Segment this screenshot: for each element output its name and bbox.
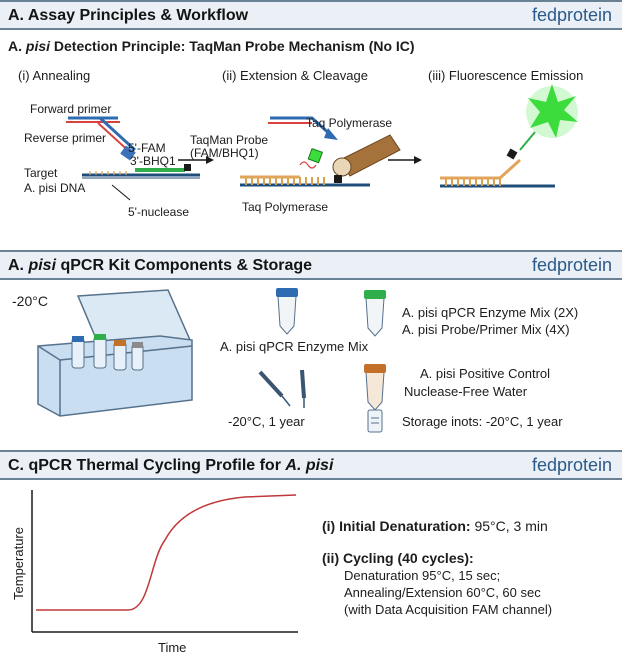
section-b-header: A. pisi qPCR Kit Components & Storage fe… (0, 250, 622, 280)
tube-enzyme-mix (276, 288, 298, 335)
taqman-probe-label: TaqMan Probe (190, 133, 269, 147)
step-fluorescence-label: (iii) Fluorescence Emission (428, 68, 584, 83)
step-extension-label: (ii) Extension & Cleavage (222, 68, 368, 83)
tube-probe-primer-mix (364, 290, 386, 337)
component-enzyme-mix-2x: A. pisi qPCR Enzyme Mix (2X) (402, 305, 579, 320)
step-cycling-line-1: Denaturation 95°C, 15 sec; (344, 568, 501, 583)
temperature-curve (36, 494, 297, 611)
storage-icon (367, 409, 383, 433)
brand-logo-c: fedprotein (531, 455, 612, 475)
component-probe-primer-mix: A. pisi Probe/Primer Mix (4X) (402, 322, 570, 337)
nuclease-label: 5'-nuclease (128, 205, 189, 219)
target-label: Target (24, 166, 58, 180)
taqman-probe-sub-label: (FAM/BHQ1) (190, 146, 259, 160)
section-a-header: A. Assay Principles & Workflow fedprotei… (0, 0, 622, 30)
storage-temp-duration: -20°C, 1 year (228, 414, 305, 429)
annealing-panel (66, 116, 214, 201)
section-c-title: C. qPCR Thermal Cycling Profile for A. p… (8, 457, 334, 474)
x-axis-label: Time (158, 640, 187, 655)
component-positive-control: A. pisi Positive Control (420, 366, 551, 381)
target-dna-label: A. pisi DNA (24, 181, 86, 195)
reverse-primer-label: Reverse primer (24, 131, 107, 145)
step-initial-denaturation: (i) Initial Denaturation: 95°C, 3 min (322, 518, 548, 534)
component-nuclease-free-water: Nuclease-Free Water (404, 384, 528, 399)
extension-panel (240, 116, 422, 187)
step-cycling-title: (ii) Cycling (40 cycles): (322, 550, 474, 566)
fam-label: 5'-FAM (128, 141, 166, 155)
cooler-box (37, 289, 193, 417)
pipettes (258, 369, 306, 408)
section-c-header: C. qPCR Thermal Cycling Profile for A. p… (0, 450, 622, 480)
taq-polymerase-bottom-label: Taq Polymerase (242, 200, 329, 214)
section-a-title: A. Assay Principles & Workflow (8, 7, 249, 24)
step-cycling-line-2: Annealing/Extension 60°C, 60 sec (344, 585, 541, 600)
brand-logo-b: fedprotein (531, 255, 612, 275)
section-b-title: A. pisi qPCR Kit Components & Storage (8, 257, 313, 274)
step-cycling-line-3: (with Data Acquisition FAM channel) (344, 602, 553, 617)
bhq-label: 3'-BHQ1 (130, 154, 176, 168)
fluorescence-panel (440, 84, 578, 188)
tube-positive-control (364, 364, 386, 411)
component-enzyme-mix: A. pisi qPCR Enzyme Mix (220, 339, 369, 354)
freezer-temp-label: -20°C (12, 293, 48, 309)
detection-title: A. pisi Detection Principle: TaqMan Prob… (8, 38, 415, 54)
forward-primer-label: Forward primer (30, 102, 112, 116)
storage-notes: Storage inots: -20°C, 1 year (402, 414, 563, 429)
taq-polymerase-top-label: Taq Polymerase (306, 116, 393, 130)
y-axis-label: Temperature (10, 527, 26, 600)
brand-logo: fedprotein (531, 5, 612, 25)
step-annealing-label: (i) Annealing (18, 68, 91, 83)
